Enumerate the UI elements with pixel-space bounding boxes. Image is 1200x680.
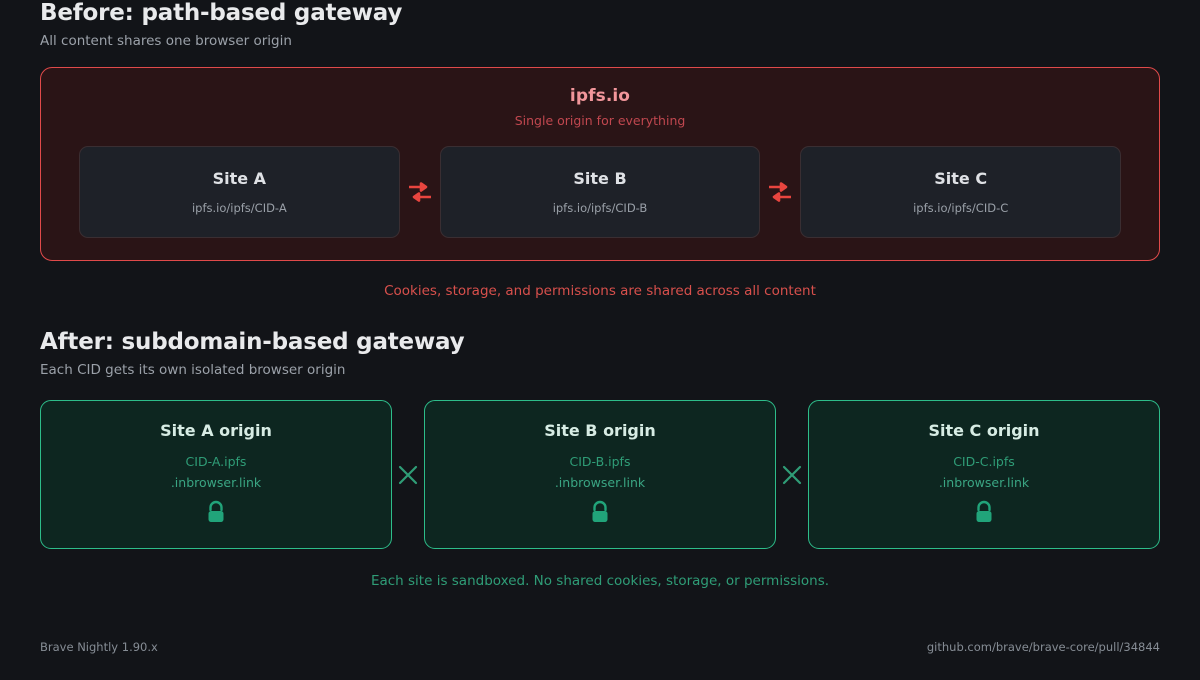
site-card-c[interactable]: Site C ipfs.io/ipfs/CID-C: [800, 146, 1122, 238]
origin-card-c[interactable]: Site C origin CID-C.ipfs .inbrowser.link: [808, 400, 1160, 549]
site-c-url: ipfs.io/ipfs/CID-C: [913, 201, 1009, 215]
x-no-connection-icon: [776, 400, 808, 549]
origin-b-name: Site B origin: [544, 421, 656, 440]
after-section: After: subdomain-based gateway Each CID …: [40, 329, 1160, 589]
origin-a-host-line2: .inbrowser.link: [170, 475, 262, 490]
origin-c-name: Site C origin: [928, 421, 1040, 440]
sandbox-note: Each site is sandboxed. No shared cookie…: [370, 573, 830, 589]
after-subtitle: Each CID gets its own isolated browser o…: [40, 362, 346, 378]
site-a-url: ipfs.io/ipfs/CID-A: [191, 201, 287, 215]
gateway-origin-note: Single origin for everything: [514, 113, 686, 128]
site-c-name: Site C: [934, 169, 988, 188]
shared-state-warning: Cookies, storage, and permissions are sh…: [384, 283, 816, 299]
before-section: Before: path-based gateway All content s…: [40, 0, 1160, 299]
source-link[interactable]: github.com/brave/brave-core/pull/34844: [926, 640, 1160, 654]
x-no-connection-icon: [392, 400, 424, 549]
origin-card-a[interactable]: Site A origin CID-A.ipfs .inbrowser.link: [40, 400, 392, 549]
origin-c-host-line2: .inbrowser.link: [938, 475, 1030, 490]
origin-b-host-line2: .inbrowser.link: [554, 475, 646, 490]
lock-icon: [972, 500, 996, 530]
site-card-b[interactable]: Site B ipfs.io/ipfs/CID-B: [439, 146, 761, 238]
shared-origin-gateway-box: ipfs.io Single origin for everything Sit…: [40, 67, 1160, 261]
bidirectional-exchange-icon: [760, 146, 800, 238]
origin-b-host-line1: CID-B.ipfs: [569, 454, 631, 469]
origin-a-host-line1: CID-A.ipfs: [185, 454, 247, 469]
origin-c-host-line1: CID-C.ipfs: [953, 454, 1015, 469]
build-label: Brave Nightly 1.90.x: [40, 640, 158, 654]
origin-a-name: Site A origin: [160, 421, 272, 440]
isolated-origins-row: Site A origin CID-A.ipfs .inbrowser.link…: [40, 400, 1160, 549]
footer: Brave Nightly 1.90.x github.com/brave/br…: [40, 640, 1160, 654]
bidirectional-exchange-icon: [400, 146, 440, 238]
lock-icon: [204, 500, 228, 530]
before-title: Before: path-based gateway: [40, 0, 403, 26]
site-card-a[interactable]: Site A ipfs.io/ipfs/CID-A: [79, 146, 400, 238]
after-title: After: subdomain-based gateway: [40, 329, 465, 355]
before-subtitle: All content shares one browser origin: [40, 33, 292, 49]
origin-card-b[interactable]: Site B origin CID-B.ipfs .inbrowser.link: [424, 400, 776, 549]
site-b-url: ipfs.io/ipfs/CID-B: [552, 201, 648, 215]
site-b-name: Site B: [573, 169, 627, 188]
gateway-domain-label: ipfs.io: [569, 86, 631, 106]
site-a-name: Site A: [212, 169, 267, 188]
lock-icon: [588, 500, 612, 530]
shared-sites-row: Site A ipfs.io/ipfs/CID-A Site B ipfs.io…: [79, 146, 1122, 238]
